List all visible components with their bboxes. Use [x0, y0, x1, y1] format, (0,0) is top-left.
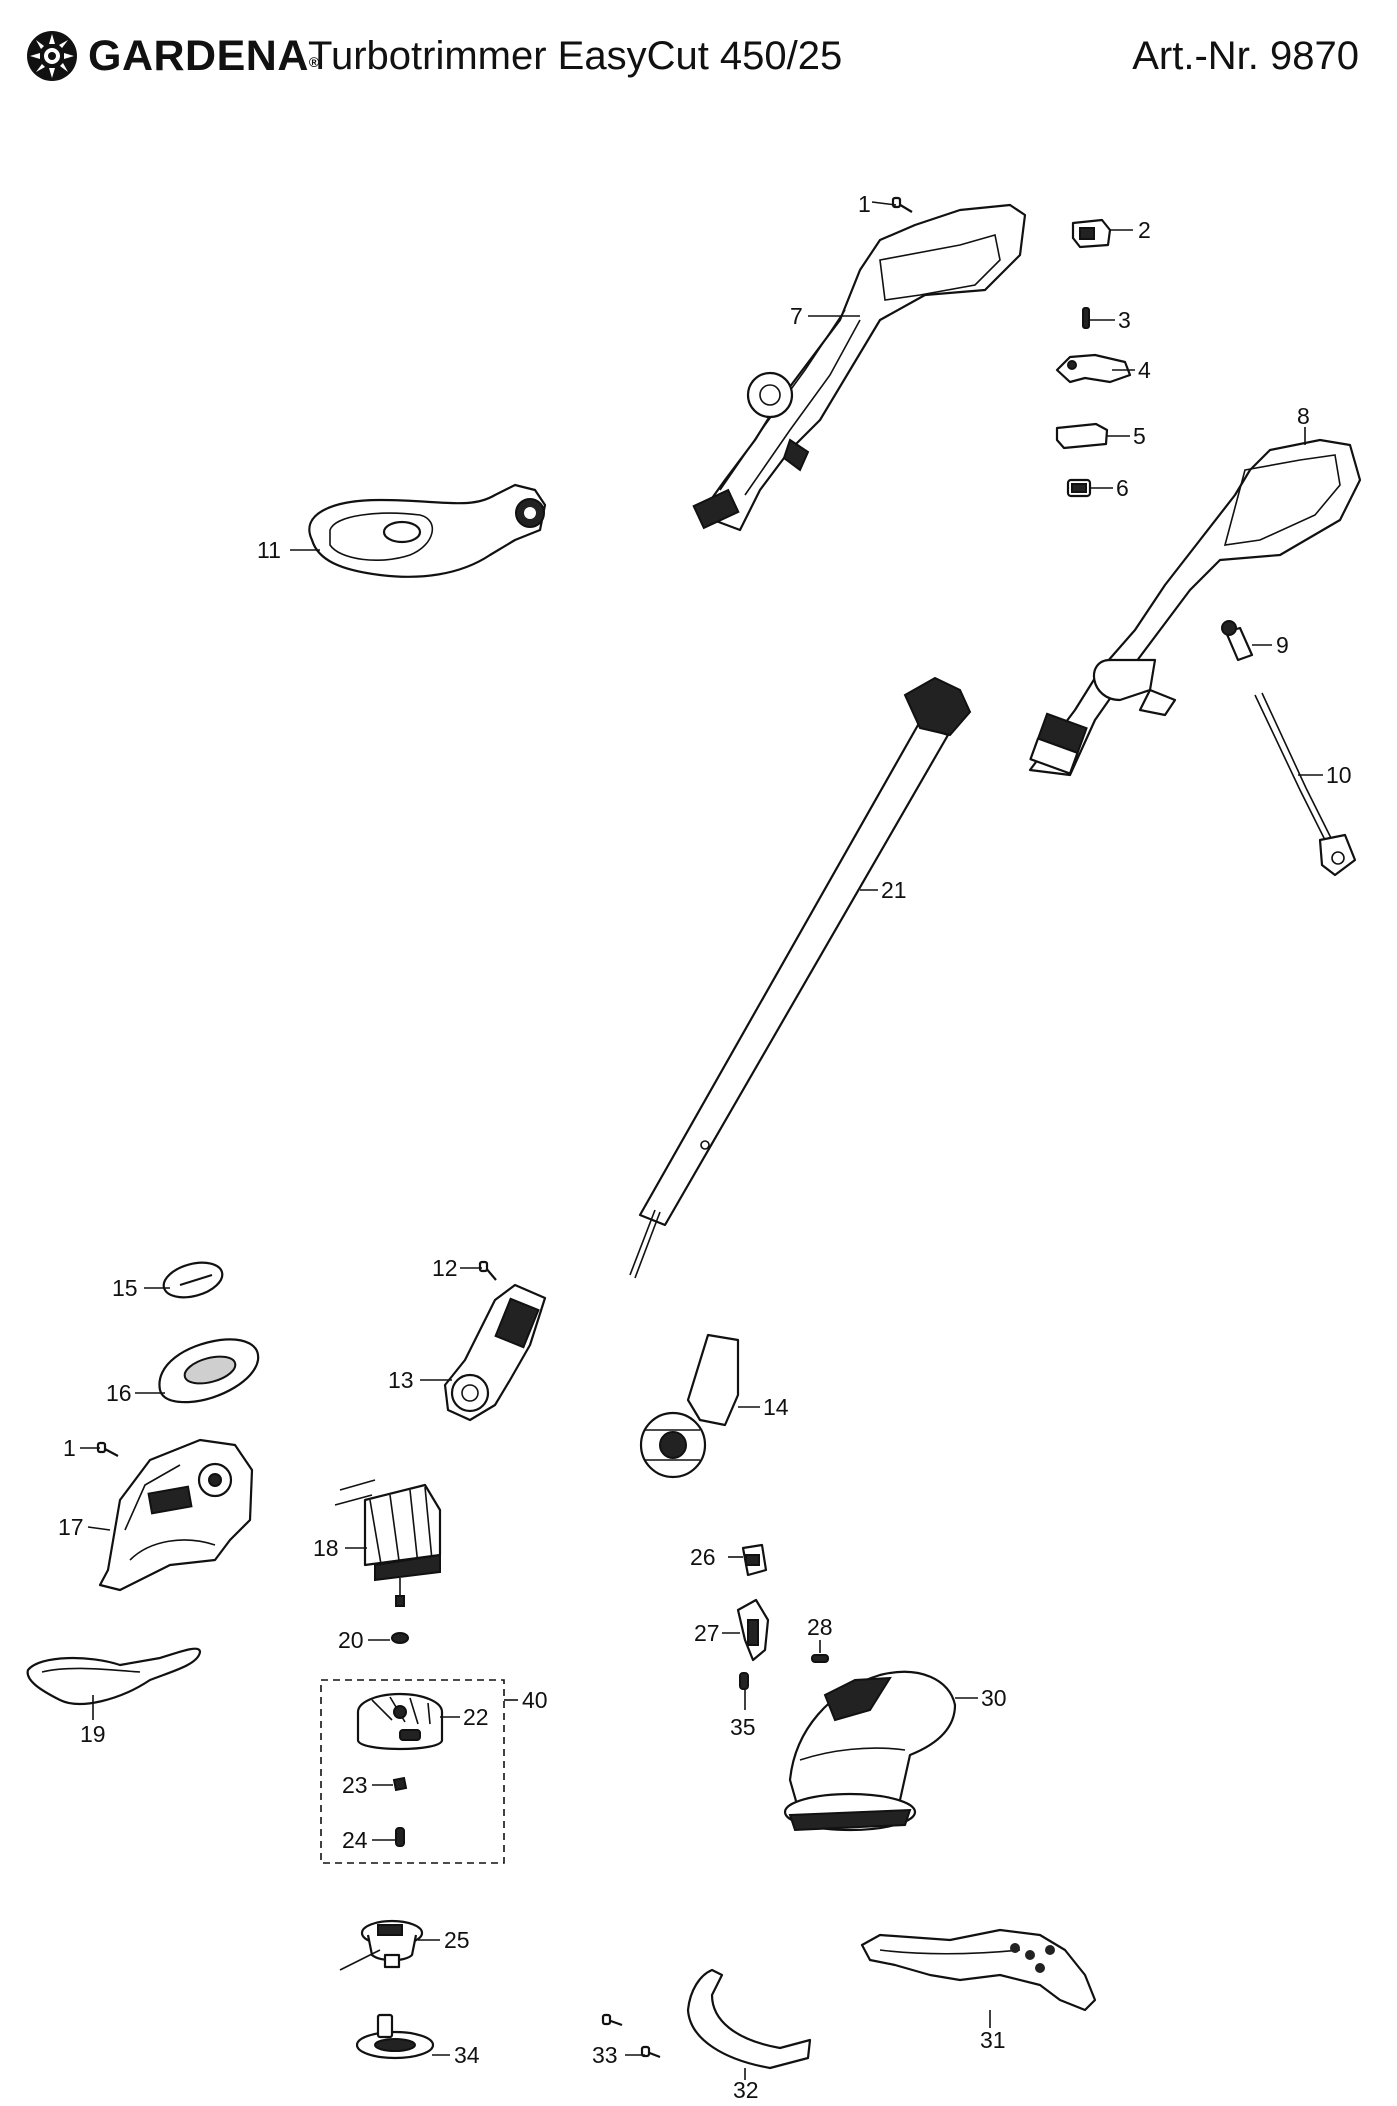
label-part-14: 14 — [763, 1394, 789, 1420]
gardena-logo-icon — [27, 31, 77, 81]
label-part-7: 7 — [790, 303, 803, 329]
label-part-1: 1 — [858, 191, 871, 217]
brand-name: GARDENA® — [88, 32, 320, 80]
label-part-4: 4 — [1138, 357, 1151, 383]
part-1-screw-left — [96, 1441, 119, 1457]
part-32-blade-guard — [686, 1968, 812, 2070]
label-part-33: 33 — [592, 2042, 618, 2068]
label-part-11: 11 — [257, 537, 281, 563]
part-28-spring — [811, 1654, 829, 1663]
part-23-nut — [392, 1776, 408, 1792]
part-8-lower-handle — [1028, 438, 1362, 777]
label-part-25: 25 — [444, 1927, 470, 1953]
label-part-18: 18 — [313, 1535, 339, 1561]
part-30-lower-housing — [783, 1670, 957, 1832]
part-7-upper-handle — [692, 203, 1027, 532]
part-34-spool-cover — [355, 2013, 435, 2060]
part-19-guard-bow — [26, 1647, 202, 1705]
label-part-6: 6 — [1116, 475, 1129, 501]
label-part-15: 15 — [112, 1275, 138, 1301]
label-part-12: 12 — [432, 1255, 458, 1281]
label-part-13: 13 — [388, 1367, 414, 1393]
part-2-switch — [1071, 218, 1112, 249]
label-part-5: 5 — [1133, 423, 1146, 449]
label-part-27: 27 — [694, 1620, 720, 1646]
part-4-trigger — [1055, 353, 1132, 384]
part-35-spring — [739, 1672, 749, 1690]
part-labels: 1 2 3 4 5 6 7 8 9 10 11 12 13 14 15 16 1… — [58, 191, 1352, 2103]
article-number: Art.-Nr. 9870 — [1132, 34, 1359, 78]
part-16-cover — [158, 1338, 260, 1404]
part-14-joint — [639, 1333, 740, 1479]
part-31-guard — [860, 1928, 1097, 2012]
label-part-21: 21 — [881, 877, 907, 903]
part-15-cap — [162, 1261, 224, 1299]
part-6-clip — [1066, 478, 1092, 498]
label-part-20: 20 — [338, 1627, 364, 1653]
label-part-34: 34 — [454, 2042, 480, 2068]
part-21-shaft — [629, 676, 972, 1279]
label-part-24: 24 — [342, 1827, 368, 1853]
part-17-motor-housing — [98, 1438, 254, 1592]
label-part-30: 30 — [981, 1685, 1007, 1711]
label-part-26: 26 — [690, 1544, 716, 1570]
label-part-35: 35 — [730, 1714, 756, 1740]
leader-lines — [80, 201, 1323, 2080]
part-18-motor — [334, 1479, 442, 1607]
label-part-28: 28 — [807, 1614, 833, 1640]
part-3-pin — [1082, 307, 1090, 329]
part-13-bracket — [443, 1283, 547, 1422]
page-header: GARDENA® Turbotrimmer EasyCut 450/25 Art… — [0, 0, 1397, 110]
part-24-spring — [395, 1827, 405, 1847]
label-part-19: 19 — [80, 1721, 106, 1747]
part-5-button — [1055, 422, 1109, 450]
part-9-bolt — [1221, 620, 1254, 662]
part-20-washer — [391, 1632, 409, 1644]
part-40-kit-box — [320, 1679, 505, 1864]
label-part-2: 2 — [1138, 217, 1151, 243]
part-11-front-grip — [308, 483, 547, 578]
part-12-screw — [478, 1260, 497, 1281]
label-part-22: 22 — [463, 1704, 489, 1730]
product-title: Turbotrimmer EasyCut 450/25 — [308, 34, 843, 78]
label-part-8: 8 — [1297, 403, 1310, 429]
part-22-fan — [356, 1692, 444, 1751]
label-part-17: 17 — [58, 1514, 84, 1540]
part-10-cable — [1254, 692, 1357, 877]
label-part-1-left: 1 — [63, 1435, 76, 1461]
label-part-23: 23 — [342, 1772, 368, 1798]
part-25-spool — [339, 1919, 424, 1971]
part-33-screws — [601, 2013, 661, 2059]
label-part-10: 10 — [1326, 762, 1352, 788]
part-27-lever — [736, 1598, 770, 1662]
label-part-3: 3 — [1118, 307, 1131, 333]
part-26-latch — [741, 1543, 768, 1577]
label-part-32: 32 — [733, 2077, 759, 2103]
label-part-16: 16 — [106, 1380, 132, 1406]
label-part-9: 9 — [1276, 632, 1289, 658]
label-part-31: 31 — [980, 2027, 1006, 2053]
label-part-40: 40 — [522, 1687, 548, 1713]
